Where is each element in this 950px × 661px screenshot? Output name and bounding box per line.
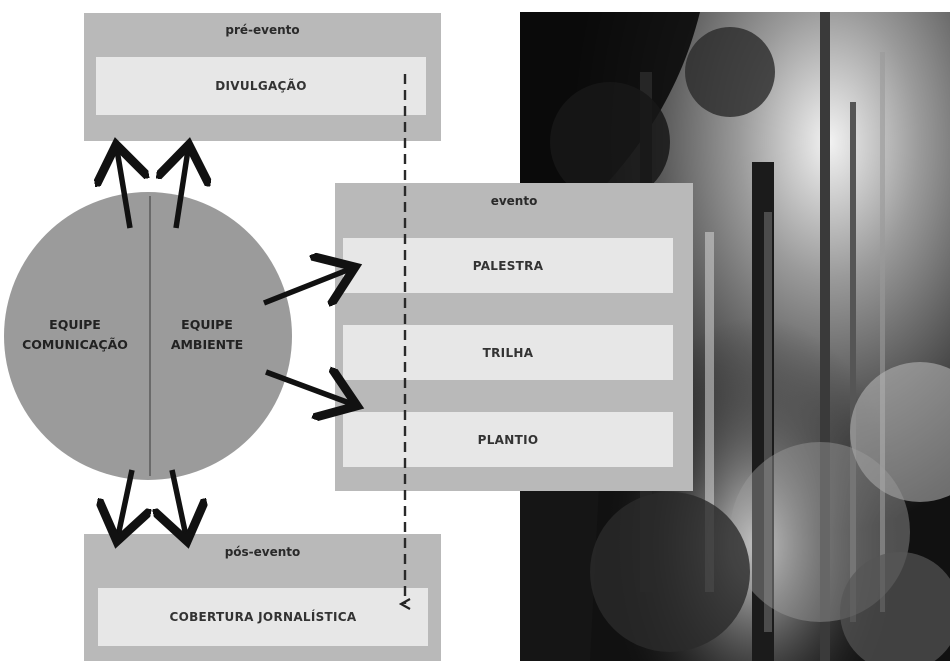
cobertura-box: COBERTURA JORNALÍSTICA [98, 588, 428, 646]
palestra-box: PALESTRA [343, 238, 673, 293]
team-environment-label: EQUIPE AMBIENTE [152, 315, 262, 355]
arrow-down-right [172, 469, 186, 536]
arrow-up-right [176, 150, 188, 229]
trilha-box: TRILHA [343, 325, 673, 380]
post-event-panel: pós-evento COBERTURA JORNALÍSTICA [84, 534, 441, 661]
team-communication-line2: COMUNICAÇÃO [22, 337, 128, 352]
team-environment-line2: AMBIENTE [170, 337, 244, 352]
post-event-title: pós-evento [224, 545, 301, 559]
event-title: evento [490, 194, 538, 208]
pre-event-title: pré-evento [225, 23, 300, 37]
divulgacao-box: DIVULGAÇÃO [96, 57, 426, 115]
arrow-up-left [117, 150, 130, 229]
team-environment-line1: EQUIPE [181, 317, 233, 332]
team-communication-label: EQUIPE COMUNICAÇÃO [0, 315, 150, 355]
team-communication-line1: EQUIPE [49, 317, 101, 332]
pre-event-panel: pré-evento DIVULGAÇÃO [84, 13, 441, 141]
plantio-box: PLANTIO [343, 412, 673, 467]
event-panel: evento PALESTRA TRILHA PLANTIO [335, 183, 693, 491]
arrow-down-left [118, 469, 132, 536]
